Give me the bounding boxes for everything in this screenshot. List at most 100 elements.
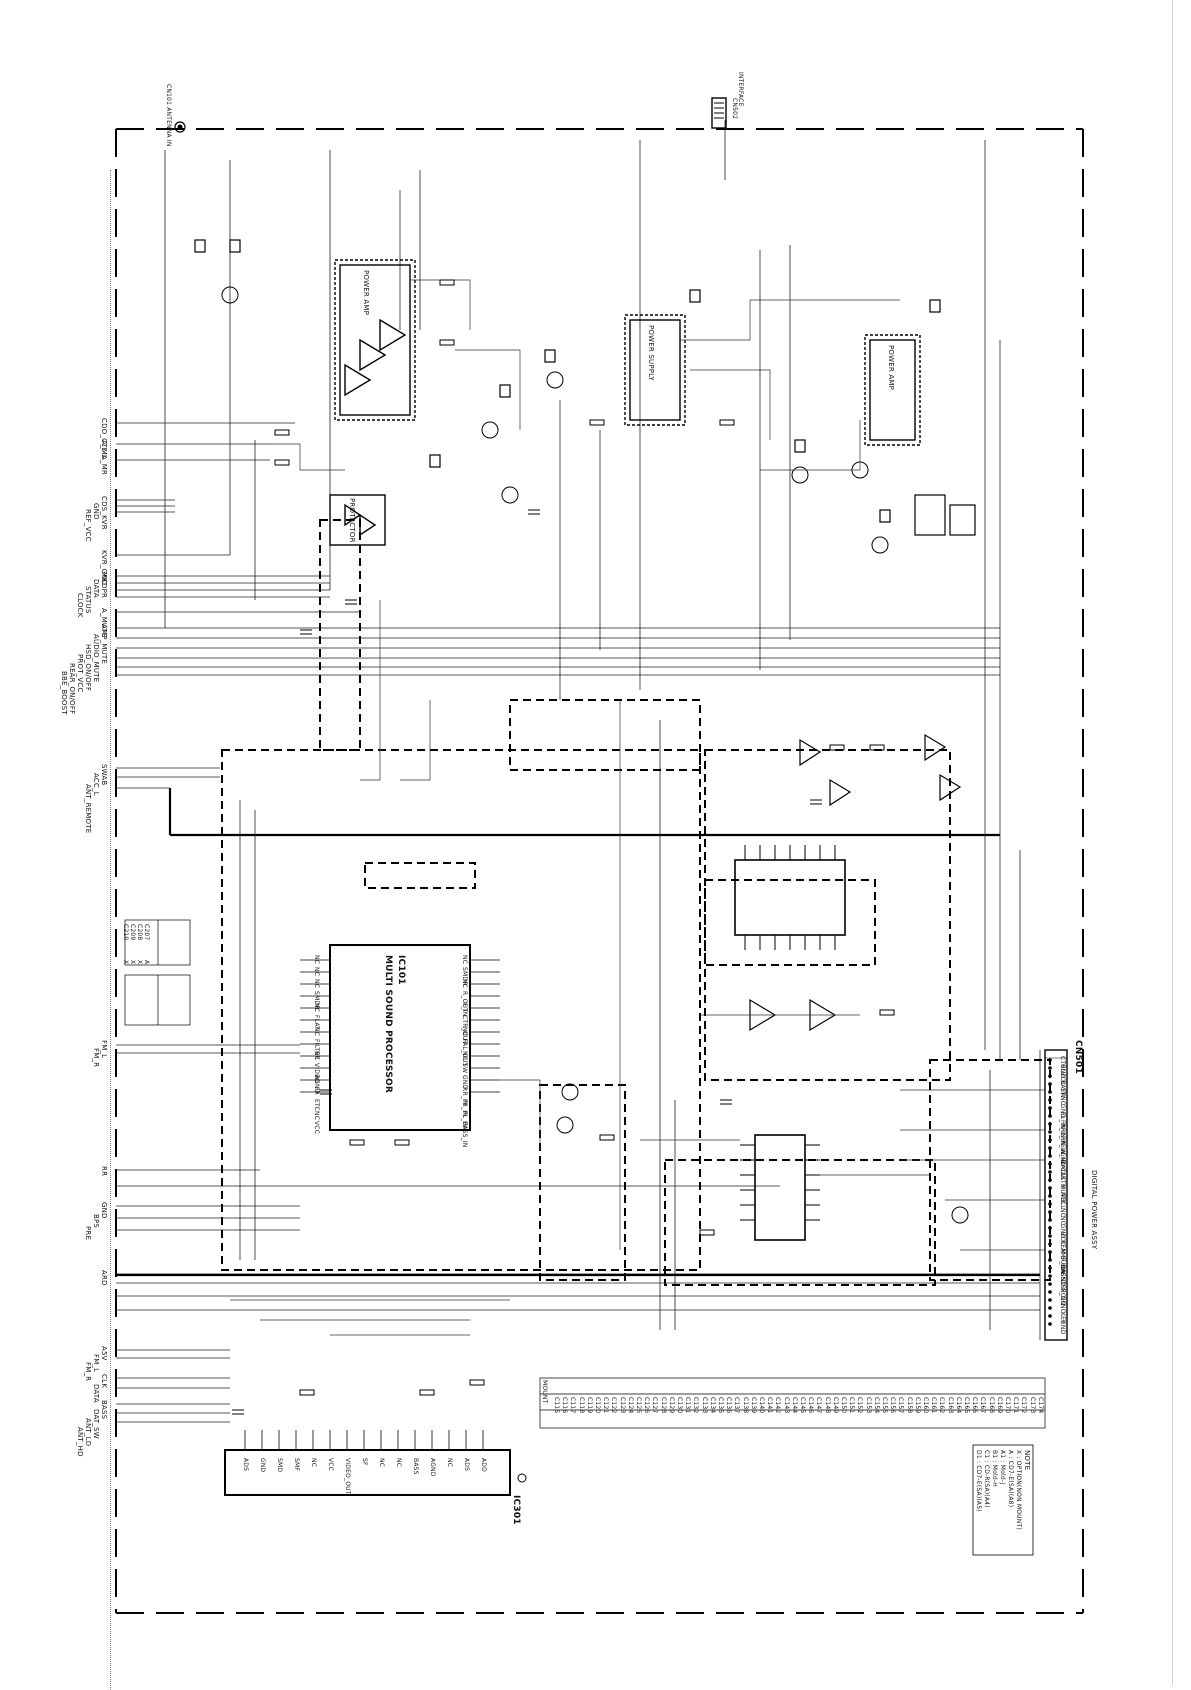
protector-block [329,494,386,546]
small-table-c0: C207 [143,924,150,941]
small-table-left [124,919,191,1026]
switch-blocks [194,239,976,536]
option-table-col: C171 [1012,1397,1020,1414]
option-table-col: C162 [938,1397,946,1414]
option-table-col: C134 [708,1397,716,1414]
conn-label-23: FM_R [92,1048,100,1068]
ic101-pin-left-14: VCC [313,1121,320,1135]
option-table-col: C135 [717,1397,724,1414]
option-table-col: C125 [635,1397,642,1414]
option-table-col: C169 [995,1397,1003,1414]
option-table-col: C117 [569,1397,577,1414]
conn-label-27: PRE [84,1226,92,1241]
option-table-col: C120 [594,1397,601,1414]
option-table-col: C152 [856,1397,864,1414]
conn-lower-1: FM_L [92,1354,100,1373]
option-table-col: C159 [913,1397,921,1414]
option-table-col: C127 [651,1397,659,1414]
option-table-col: C158 [905,1397,913,1414]
option-table-col: C116 [561,1397,569,1414]
option-table-col: C122 [610,1397,618,1414]
ic101-pin-left-12: ETC [313,1099,320,1111]
conn-label-25: GND [100,1202,108,1219]
option-table-col: C166 [971,1397,979,1414]
vertical-wires [164,120,1041,1340]
top-interface-label: INTERFACE [737,72,744,107]
conn-label-13: AUDIO_MUTE [92,634,100,683]
ic301-pin-3: SMF [293,1458,300,1472]
option-table-col: C147 [815,1397,823,1414]
conn-lower-8: ANT_HD [76,1427,84,1457]
option-table-col: C163 [946,1397,954,1414]
option-table-col: C115 [553,1397,560,1414]
conn-label-7: MKDPR [100,572,108,599]
ic301-pin-8: NC [378,1458,385,1468]
passive-components [232,279,895,1415]
ic301-pin-11: AGND [429,1458,436,1477]
ic301-pin-6: VIDEO_OUT [344,1458,351,1495]
option-table-col: C170 [1004,1397,1011,1414]
cn501-subtitle: DIGITAL POWER ASSY [1090,1170,1098,1250]
ic301-pins [244,1430,484,1450]
option-table-col: C137 [733,1397,741,1414]
conn-label-15: PROT_VCC [76,654,84,693]
ic301-pin-9: NC [395,1458,402,1468]
option-table-col: C161 [930,1397,938,1414]
conn-label-3: CDS_KVR [100,496,108,530]
power-amp-label-top: POWER AMP [362,270,370,316]
note-line-2: A1 : Mold-J [999,1450,1006,1485]
center-wires [230,279,1045,1336]
conn-lower-4: DATA [92,1384,100,1403]
thick-wires [116,788,1040,1277]
option-table-col: C156 [889,1397,897,1414]
ic301-pin-2: SMD [276,1458,283,1473]
conn-label-22: FM_L [100,1040,108,1059]
note-title: NOTE [1023,1450,1031,1471]
ic101-pin-left-13: NC [313,1111,320,1121]
note-line-3: B1 : Mold-H [991,1450,998,1487]
ic101-pin-left-8: NC [313,1051,320,1061]
conn-label-12: AMP_MUTE [100,624,108,665]
option-table-col: C128 [659,1397,667,1414]
option-table-col: C124 [626,1397,634,1414]
ic101-pin-left-4: NC [313,1003,320,1013]
ic101-pin-left-11: FR [313,1087,320,1096]
option-table-col: C168 [987,1397,995,1414]
ic101-title: IC101 [396,955,406,985]
small-table-c1: C208 [136,924,143,941]
conn-lower-3: CLK [100,1374,108,1388]
ic301-body [224,1449,527,1496]
option-table-col: C132 [692,1397,700,1414]
block-frames [221,519,1051,1286]
cn501-connector [1044,1049,1068,1341]
option-table-col: C155 [881,1397,888,1414]
option-table-col: C138 [741,1397,749,1414]
power-amp-block-top [334,259,416,421]
option-table-col: C157 [897,1397,905,1414]
antenna-label: CN101 ANTENNA IN [165,84,172,147]
note-line-1: A : CD7-E(SA)(A8) [1007,1450,1014,1508]
option-table-col: C143 [782,1397,790,1414]
option-table-col: C167 [979,1397,987,1414]
ic301-title: IC301 [511,1495,521,1525]
option-table-col: C136 [725,1397,733,1414]
protector-label: PROTECTOR [348,498,356,543]
option-table-col: C118 [577,1397,585,1414]
option-table-col: C140 [758,1397,765,1414]
outer-frame [115,128,1084,1614]
option-table-header: MOUNT [541,1380,548,1404]
option-table-col: C148 [823,1397,831,1414]
option-table-col: C173 [1028,1397,1036,1414]
conn-lower-7: ANT_LD [84,1418,92,1447]
ic101-body [329,944,471,1131]
option-table-col: C141 [766,1397,774,1414]
ic101-pin-left-1: NC [313,967,320,977]
cn501-pin-33: GND [1059,1320,1066,1335]
page-right-edge [1172,0,1173,1685]
conn-label-5: REF_VCC [84,509,92,542]
small-table-v0: A [143,960,150,965]
ic-sub-processor [734,845,846,950]
option-table-col: C154 [872,1397,880,1414]
option-table-col: C133 [700,1397,708,1414]
